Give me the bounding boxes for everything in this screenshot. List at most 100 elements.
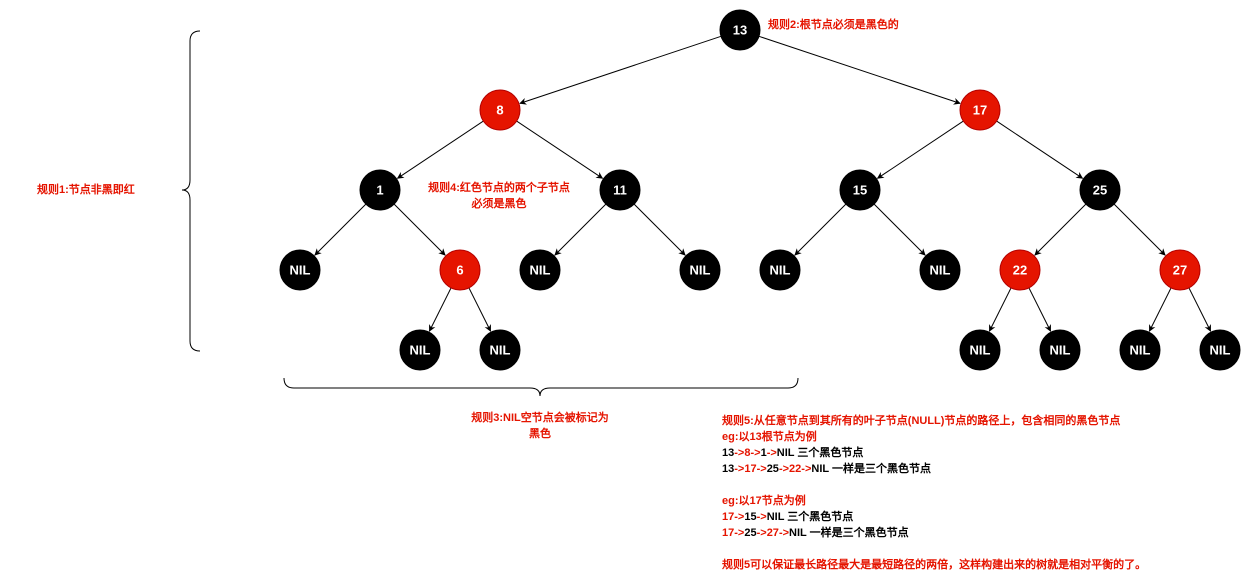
path-segment: NIL 三个黑色节点 (766, 511, 854, 523)
node-label: 17 (973, 103, 987, 118)
node-label: NIL (530, 263, 551, 278)
path-segment: 1 (760, 447, 767, 459)
edge-15-to-nil (873, 203, 926, 256)
path-segment: -> (756, 463, 767, 475)
tree-node-nil: NIL (279, 249, 321, 291)
node-label: 15 (853, 183, 867, 198)
node-label: NIL (1130, 343, 1151, 358)
path-segment: NIL 一样是三个黑色节点 (811, 463, 931, 475)
node-circle (479, 329, 521, 371)
node-circle (399, 329, 441, 371)
tree-node-nil: NIL (519, 249, 561, 291)
tree-node-11: 11 (599, 169, 641, 211)
edge-8-to-1 (396, 120, 484, 179)
node-label: NIL (1210, 343, 1231, 358)
node-label: NIL (290, 263, 311, 278)
rule1-label: 规则1:节点非黑即红 (37, 184, 135, 196)
node-label: NIL (770, 263, 791, 278)
rule5-example2-title: eg:以17节点为例 (722, 495, 806, 507)
tree-node-22: 22 (999, 249, 1041, 291)
path-segment: 25 (744, 527, 757, 539)
node-circle (1039, 329, 1081, 371)
path-segment: NIL 三个黑色节点 (776, 447, 864, 459)
edge-15-to-nil (794, 203, 847, 256)
tree-node-17: 17 (959, 89, 1001, 131)
node-label: 1 (376, 183, 383, 198)
tree-node-27: 27 (1159, 249, 1201, 291)
node-label: NIL (410, 343, 431, 358)
rule5-example1-path-1: 13->8->1->NIL 三个黑色节点 (722, 445, 1146, 461)
rule5-example2-path-1: 17->15->NIL 三个黑色节点 (722, 509, 1146, 525)
path-segment: 8 (744, 447, 751, 459)
path-segment: 27 (766, 527, 779, 539)
tree-node-nil: NIL (919, 249, 961, 291)
rule5-example1-title: eg:以13根节点为例 (722, 431, 817, 443)
tree-node-nil: NIL (399, 329, 441, 371)
path-segment: -> (734, 511, 745, 523)
node-label: NIL (690, 263, 711, 278)
rule5-conclusion: 规则5可以保证最长路径最大是最短路径的两倍，这样构建出来的树就是相对平衡的了。 (722, 559, 1147, 571)
rule2-label: 规则2:根节点必须是黑色的 (768, 19, 899, 31)
tree-node-nil: NIL (679, 249, 721, 291)
node-circle (959, 329, 1001, 371)
node-circle (1159, 249, 1201, 291)
tree-node-8: 8 (479, 89, 521, 131)
node-label: 22 (1013, 263, 1027, 278)
node-circle (1199, 329, 1241, 371)
rule3-line-2: 黑色 (529, 428, 551, 440)
tree-node-nil: NIL (1119, 329, 1161, 371)
node-circle (439, 249, 481, 291)
edge-8-to-11 (516, 120, 604, 179)
node-label: 11 (613, 183, 627, 198)
path-segment: 13 (722, 463, 735, 475)
edge-22-to-nil (1028, 287, 1052, 332)
tree-node-13: 13 (719, 9, 761, 51)
path-segment: -> (778, 527, 790, 539)
rule3-label: 规则3:NIL空节点会被标记为 黑色 (452, 410, 628, 442)
rule5-example1-path-2: 13->17->25->22->NIL 一样是三个黑色节点 (722, 461, 1146, 477)
node-circle (839, 169, 881, 211)
rule4-line-1: 规则4:红色节点的两个子节点 (428, 182, 570, 194)
edge-11-to-nil (633, 203, 686, 256)
rule5-spacer-2 (722, 541, 1146, 557)
tree-node-nil: NIL (759, 249, 801, 291)
edge-11-to-nil (554, 203, 607, 256)
path-segment: 22 (789, 463, 802, 475)
edge-13-to-8 (519, 35, 722, 105)
rule5-spacer-1 (722, 477, 1146, 493)
path-segment: -> (778, 463, 790, 475)
rule4-label: 规则4:红色节点的两个子节点 必须是黑色 (414, 180, 584, 212)
path-segment: -> (766, 447, 777, 459)
tree-node-15: 15 (839, 169, 881, 211)
node-label: NIL (490, 343, 511, 358)
node-circle (279, 249, 321, 291)
path-segment: -> (801, 463, 812, 475)
edge-22-to-nil (988, 287, 1012, 332)
edge-25-to-27 (1113, 203, 1166, 256)
edge-27-to-nil (1188, 287, 1212, 332)
node-circle (999, 249, 1041, 291)
tree-node-nil: NIL (959, 329, 1001, 371)
node-label: 25 (1093, 183, 1107, 198)
node-circle (719, 9, 761, 51)
rule3-brace (283, 377, 799, 397)
node-circle (599, 169, 641, 211)
edge-13-to-17 (758, 35, 961, 105)
edge-1-to-6 (393, 203, 446, 256)
path-segment: -> (734, 527, 745, 539)
rule1-brace (181, 30, 201, 352)
node-circle (679, 249, 721, 291)
path-segment: -> (756, 511, 767, 523)
node-circle (519, 249, 561, 291)
path-segment: -> (734, 463, 745, 475)
tree-node-1: 1 (359, 169, 401, 211)
path-segment: 17 (744, 463, 757, 475)
node-circle (759, 249, 801, 291)
rule4-line-2: 必须是黑色 (471, 198, 527, 210)
tree-node-25: 25 (1079, 169, 1121, 211)
tree-node-nil: NIL (1199, 329, 1241, 371)
path-segment: -> (756, 527, 767, 539)
node-label: 13 (733, 23, 747, 38)
node-circle (359, 169, 401, 211)
